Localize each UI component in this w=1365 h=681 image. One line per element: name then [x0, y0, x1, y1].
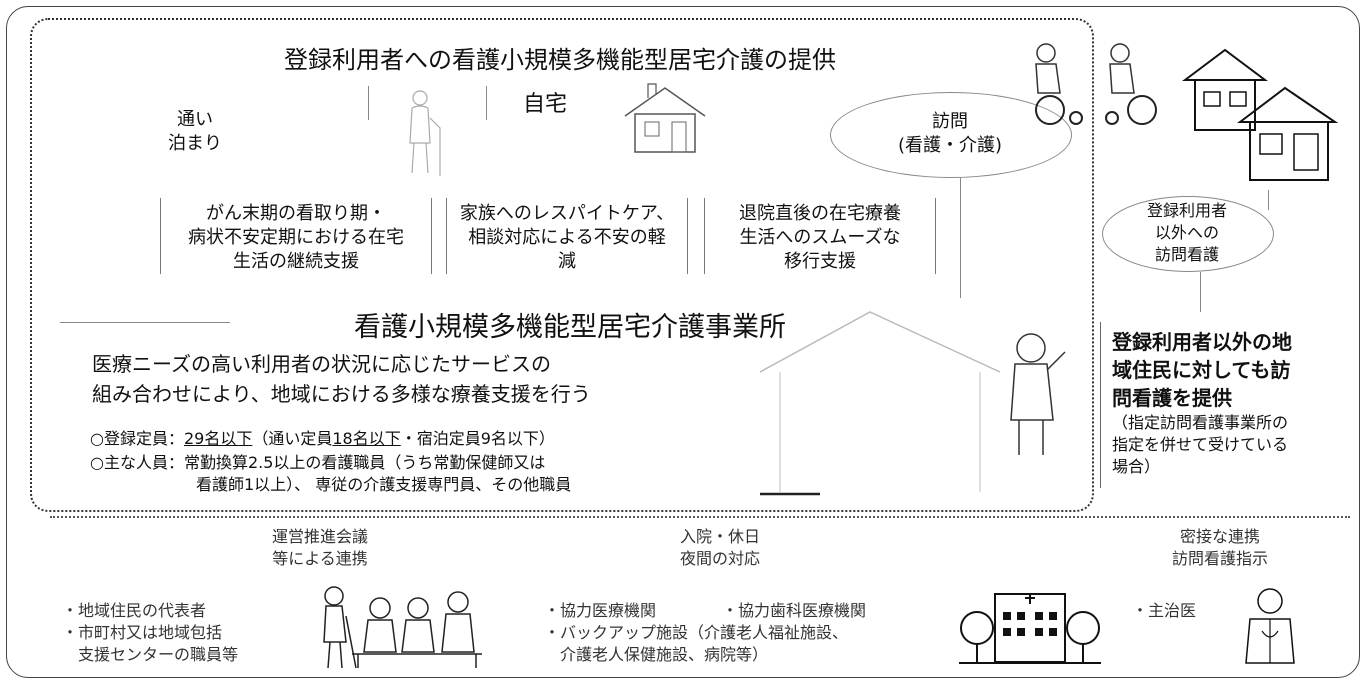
support-text: 家族へのレスパイトケア、: [459, 203, 675, 224]
visit-sub-label: (看護・介護): [897, 135, 1003, 156]
house-icon: [624, 83, 706, 153]
service-area-frame: [30, 18, 1094, 512]
staff-line1: ○主な人員：常勤換算2.5以上の看護職員（うち常勤保健師又は: [90, 453, 546, 472]
staff-line2: 看護師1以上）、 専従の介護支援専門員、その他職員: [196, 475, 572, 494]
service-stay: 泊まり: [168, 133, 222, 154]
support-box-discharge: 退院直後の在宅療養 生活へのスムーズな 移行支援: [704, 198, 936, 274]
divider-line: [60, 322, 230, 323]
elderly-person-icon: [409, 90, 441, 176]
hospital-icon: [959, 593, 1101, 664]
bottom-left-header2: 等による連携: [272, 549, 368, 568]
support-text: 相談対応による不安の軽: [468, 227, 666, 248]
divider-line: [368, 86, 369, 120]
support-box-terminal: がん末期の看取り期・ 病状不安定期における在宅 生活の継続支援: [160, 198, 432, 274]
bottom-mid-header2: 夜間の対応: [679, 549, 760, 568]
capacity-line: ○登録定員：29名以下（通い定員18名以下・宿泊定員9名以下）: [90, 428, 790, 450]
bottom-mid-item3: 介護老人保健施設、病院等）: [560, 645, 769, 664]
side-note-note2: 指定を併せて受けている: [1112, 435, 1289, 454]
bottom-left-item3: 支援センターの職員等: [78, 645, 239, 664]
home-label: 自宅: [522, 92, 567, 117]
other-visit-label: 以外への: [1154, 223, 1219, 242]
support-text: 減: [558, 251, 576, 272]
capacity-rest: ・宿泊定員9名以下）: [400, 429, 555, 448]
side-note-note1: （指定訪問看護事業所の: [1112, 413, 1289, 432]
side-note-line1: 登録利用者以外の地: [1112, 330, 1292, 354]
other-visit-label: 登録利用者: [1146, 201, 1227, 220]
elderly-group-icon: [323, 586, 482, 669]
bottom-left-item1: ・地域住民の代表者: [62, 601, 207, 620]
facility-desc-line2: 組み合わせにより、地域における多様な療養支援を行う: [92, 382, 591, 406]
side-note-line2: 域住民に対しても訪: [1112, 358, 1291, 382]
outer-frame: [6, 6, 1360, 678]
support-text: 病状不安定期における在宅: [188, 227, 404, 248]
bottom-left-item2: ・市町村又は地域包括: [62, 623, 223, 642]
bottom-mid-header1: 入院・休日: [679, 527, 760, 546]
side-note-line3: 問看護を提供: [1112, 386, 1232, 410]
visit-ellipse: [830, 92, 1072, 178]
support-box-respite: 家族へのレスパイトケア、 相談対応による不安の軽 減: [446, 198, 688, 274]
facility-building-outline: [759, 311, 1001, 496]
support-text: 生活へのスムーズな: [739, 227, 901, 248]
support-text: 退院直後の在宅療養: [739, 203, 901, 224]
bottom-left-header1: 運営推進会議: [271, 527, 368, 546]
bottom-right-header2: 訪問看護指示: [1171, 549, 1268, 568]
nurse-icon: [1010, 333, 1066, 455]
capacity-value: 29名以下: [183, 429, 253, 448]
side-note-note3: 場合）: [1112, 457, 1161, 476]
bottom-separator: [50, 516, 1350, 518]
bottom-mid-item2: ・バックアップ施設（介護老人福祉施設、: [544, 623, 849, 642]
divider-line: [486, 86, 487, 120]
facility-desc-line1: 医療ニーズの高い利用者の状況に応じたサービスの: [92, 352, 551, 376]
facility-title: 看護小規模多機能型居宅介護事業所: [354, 312, 786, 343]
top-title: 登録利用者への看護小規模多機能型居宅介護の提供: [284, 46, 836, 74]
capacity-value2: 18名以下: [332, 429, 401, 448]
doctor-icon: [1245, 588, 1295, 664]
bottom-right-header1: 密接な連携: [1179, 527, 1260, 546]
bottom-mid-item1a: ・協力医療機関: [544, 601, 657, 620]
capacity-prefix: ○登録定員：: [90, 429, 184, 448]
service-commute: 通い: [177, 109, 213, 130]
connector-line: [960, 178, 961, 298]
connector-line: [1200, 272, 1201, 312]
houses-icon: [1182, 48, 1339, 181]
wheelchair-users-icon: [1035, 43, 1157, 125]
bottom-mid-item1b: ・協力歯科医療機関: [722, 601, 867, 620]
other-visit-label: 訪問看護: [1154, 245, 1219, 264]
side-note-box: [1100, 322, 1341, 488]
support-text: がん末期の看取り期・: [206, 203, 386, 224]
connector-line: [1268, 190, 1269, 210]
capacity-mid: （通い定員: [252, 429, 333, 448]
support-text: 生活の継続支援: [233, 251, 359, 272]
support-text: 移行支援: [784, 251, 856, 272]
other-visit-ellipse: [1102, 196, 1274, 272]
visit-label: 訪問: [932, 111, 968, 132]
bottom-right-item1: ・主治医: [1132, 601, 1197, 620]
